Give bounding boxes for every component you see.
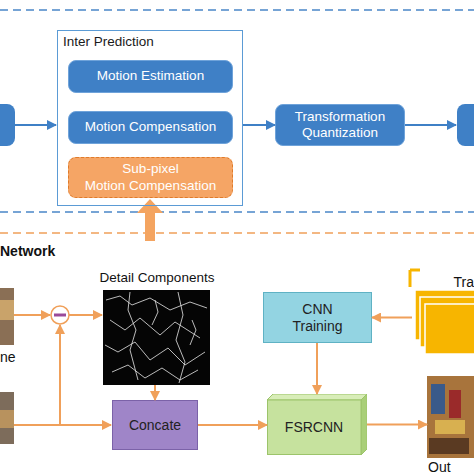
dashed-divider [0, 211, 474, 213]
input-image [0, 300, 14, 320]
network-block: FSRCNN [267, 394, 367, 455]
image-stack: Tra [412, 270, 474, 358]
arrow-wire [14, 424, 111, 426]
arrow-wire [14, 314, 50, 316]
section-title: Network [0, 243, 55, 259]
arrow-connector [372, 317, 412, 319]
node-label: Motion Compensation [85, 119, 216, 135]
image-caption: ne [0, 349, 16, 365]
node-label: Tra [454, 274, 474, 291]
arrow-wire [59, 325, 61, 425]
arrow-connector [154, 385, 156, 400]
input-image [0, 288, 14, 345]
process-box: Motion Estimation [68, 60, 233, 93]
node-label: FSRCNN [267, 400, 361, 455]
arrow-wire [405, 124, 456, 126]
group-box: Inter PredictionMotion EstimationMotion … [57, 30, 243, 206]
process-box: Transformation Quantization [275, 104, 405, 146]
node-label: Concate [129, 417, 181, 434]
image-panel: Out [427, 376, 474, 474]
image-panel: Detail Components [92, 270, 222, 385]
cut-process-box [457, 104, 474, 146]
cut-process-box [0, 104, 15, 146]
node-label: Motion Estimation [97, 68, 204, 84]
process-box: Concate [112, 400, 198, 450]
process-box: CNN Training [263, 292, 372, 343]
bracket [410, 269, 420, 272]
arrow-connector [198, 424, 267, 426]
input-image [0, 410, 14, 428]
bracket [409, 270, 412, 287]
node-label: Out [428, 459, 451, 474]
group-title: Inter Prediction [63, 34, 154, 50]
dashed-divider [0, 9, 474, 11]
node-label: CNN Training [278, 301, 357, 335]
arrow-connector [316, 343, 318, 394]
node-label: Sub-pixel Motion Compensation [69, 161, 232, 193]
arrow-wire [69, 314, 102, 316]
process-box: Sub-pixel Motion Compensation [68, 157, 233, 198]
node-label: Detail Components [92, 270, 222, 286]
minus-sign [54, 314, 66, 317]
edge-texture [105, 292, 207, 383]
node-label: Transformation Quantization [276, 109, 404, 141]
process-box: Motion Compensation [68, 111, 233, 144]
detail-image [103, 290, 210, 385]
arrow-wire [15, 124, 56, 126]
dashed-divider [0, 232, 474, 234]
arrow-connector [243, 124, 275, 126]
input-image [0, 392, 14, 444]
output-image [427, 376, 474, 458]
subtract-symbol [51, 306, 69, 324]
arrow-connector [367, 424, 427, 426]
